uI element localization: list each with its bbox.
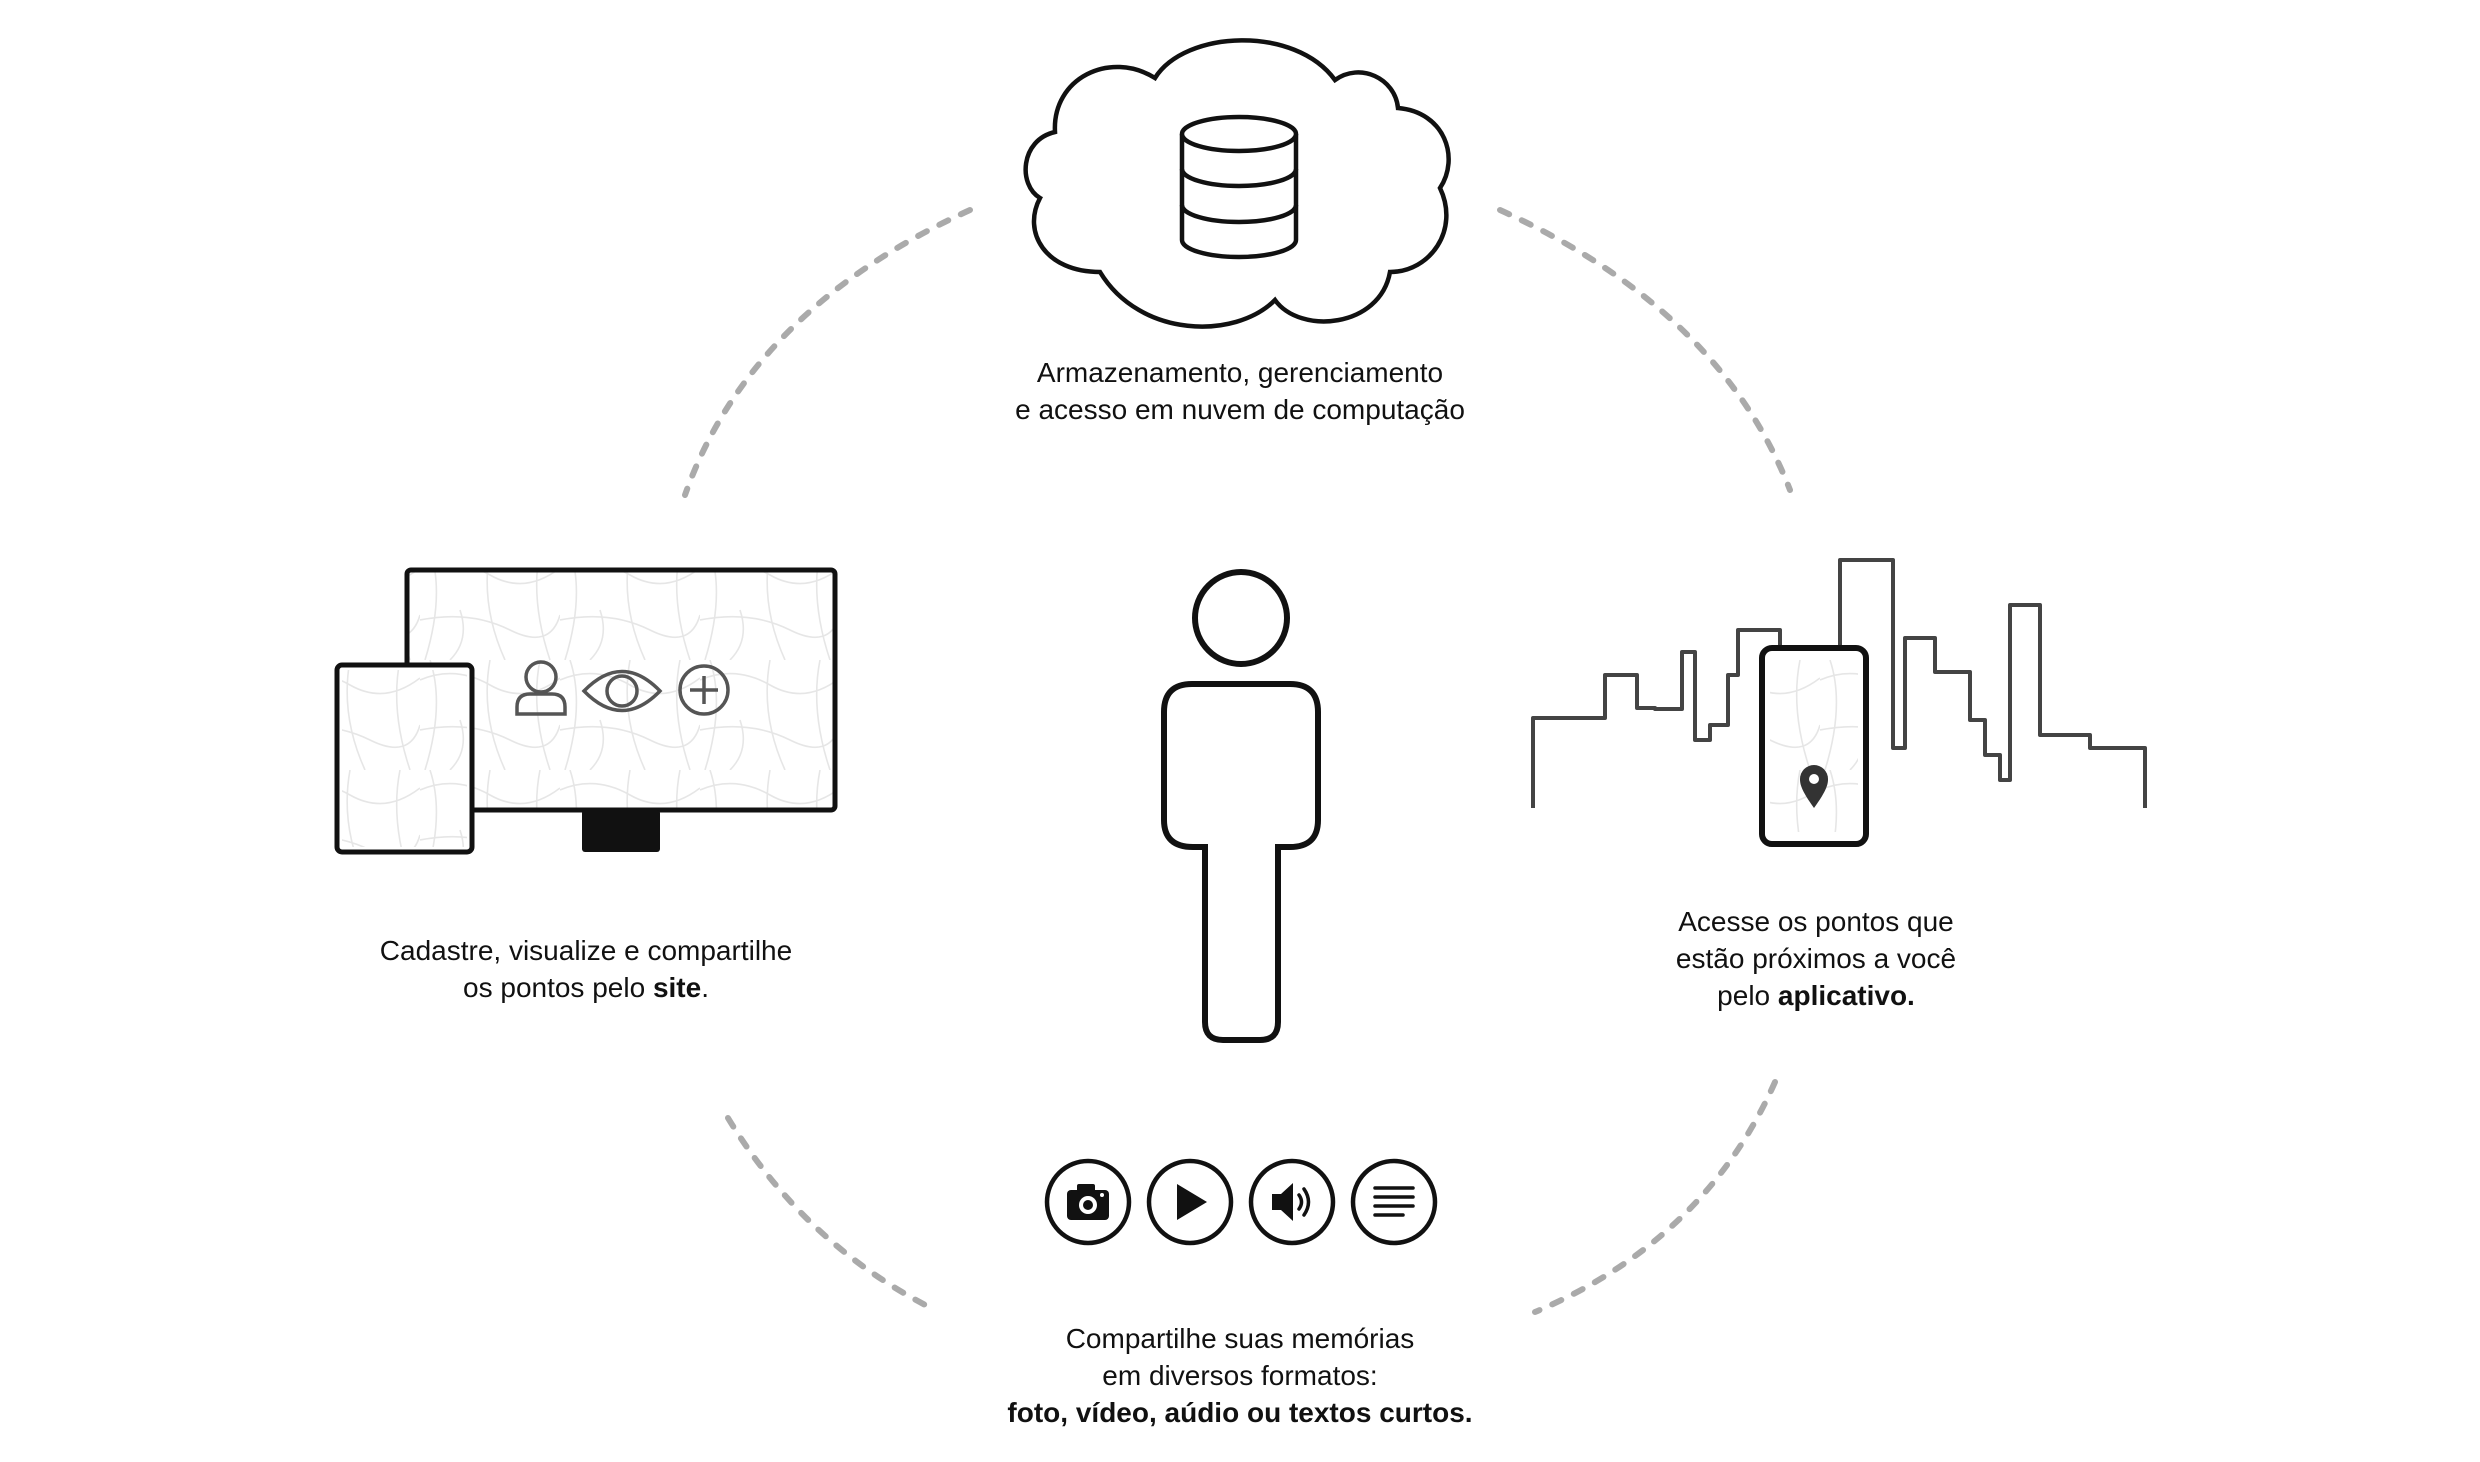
media-caption-line2: em diversos formatos: [1102, 1360, 1378, 1391]
arc-bottom-left [725, 1115, 938, 1313]
person-icon [1161, 569, 1321, 1043]
monitor-stand [582, 810, 660, 852]
cloud-caption-line1: Armazenamento, gerenciamento [1036, 357, 1444, 388]
app-caption-line3-bold: aplicativo. [1777, 980, 1915, 1011]
arc-bottom-right [1532, 1079, 1778, 1315]
app-caption: Acesse os pontos que estão próximos a vo… [1566, 903, 2066, 1014]
dashed-arcs [682, 207, 1793, 1315]
site-caption-line2-bold: site [652, 972, 702, 1003]
text-icon [1350, 1158, 1438, 1246]
database-icon [1179, 114, 1299, 260]
site-caption-line2-prefix: os pontos pelo [463, 972, 653, 1003]
app-caption-line3-prefix: pelo [1717, 980, 1778, 1011]
site-caption-line2: os pontos pelo site. [286, 969, 886, 1006]
app-caption-line2: estão próximos a você [1675, 943, 1957, 974]
map-pin-icon [1800, 765, 1828, 808]
speaker-icon [1248, 1158, 1336, 1246]
media-caption: Compartilhe suas memórias em diversos fo… [890, 1320, 1590, 1431]
app-caption-line1: Acesse os pontos que [1678, 906, 1954, 937]
media-caption-line3-bold: foto, vídeo, aúdio ou textos curtos. [1007, 1397, 1473, 1428]
arc-top-right [1497, 207, 1793, 493]
smartphone-device [1759, 645, 1869, 847]
tablet-device [334, 662, 475, 855]
eye-icon [581, 669, 663, 713]
cloud-caption: Armazenamento, gerenciamento e acesso em… [940, 354, 1540, 428]
media-caption-line3: foto, vídeo, aúdio ou textos curtos. [890, 1394, 1590, 1431]
site-caption-line1: Cadastre, visualize e compartilhe [379, 935, 793, 966]
camera-icon [1044, 1158, 1132, 1246]
media-caption-line1: Compartilhe suas memórias [1065, 1323, 1415, 1354]
cloud-caption-line2: e acesso em nuvem de computação [1015, 394, 1465, 425]
site-caption-line2-suffix: . [701, 972, 709, 1003]
app-caption-line3: pelo aplicativo. [1566, 977, 2066, 1014]
desktop-monitor [404, 567, 838, 852]
site-caption: Cadastre, visualize e compartilhe os pon… [286, 932, 886, 1006]
plus-circle-icon [678, 664, 730, 716]
user-icon [515, 660, 567, 716]
play-icon [1146, 1158, 1234, 1246]
arc-top-left [682, 207, 973, 498]
